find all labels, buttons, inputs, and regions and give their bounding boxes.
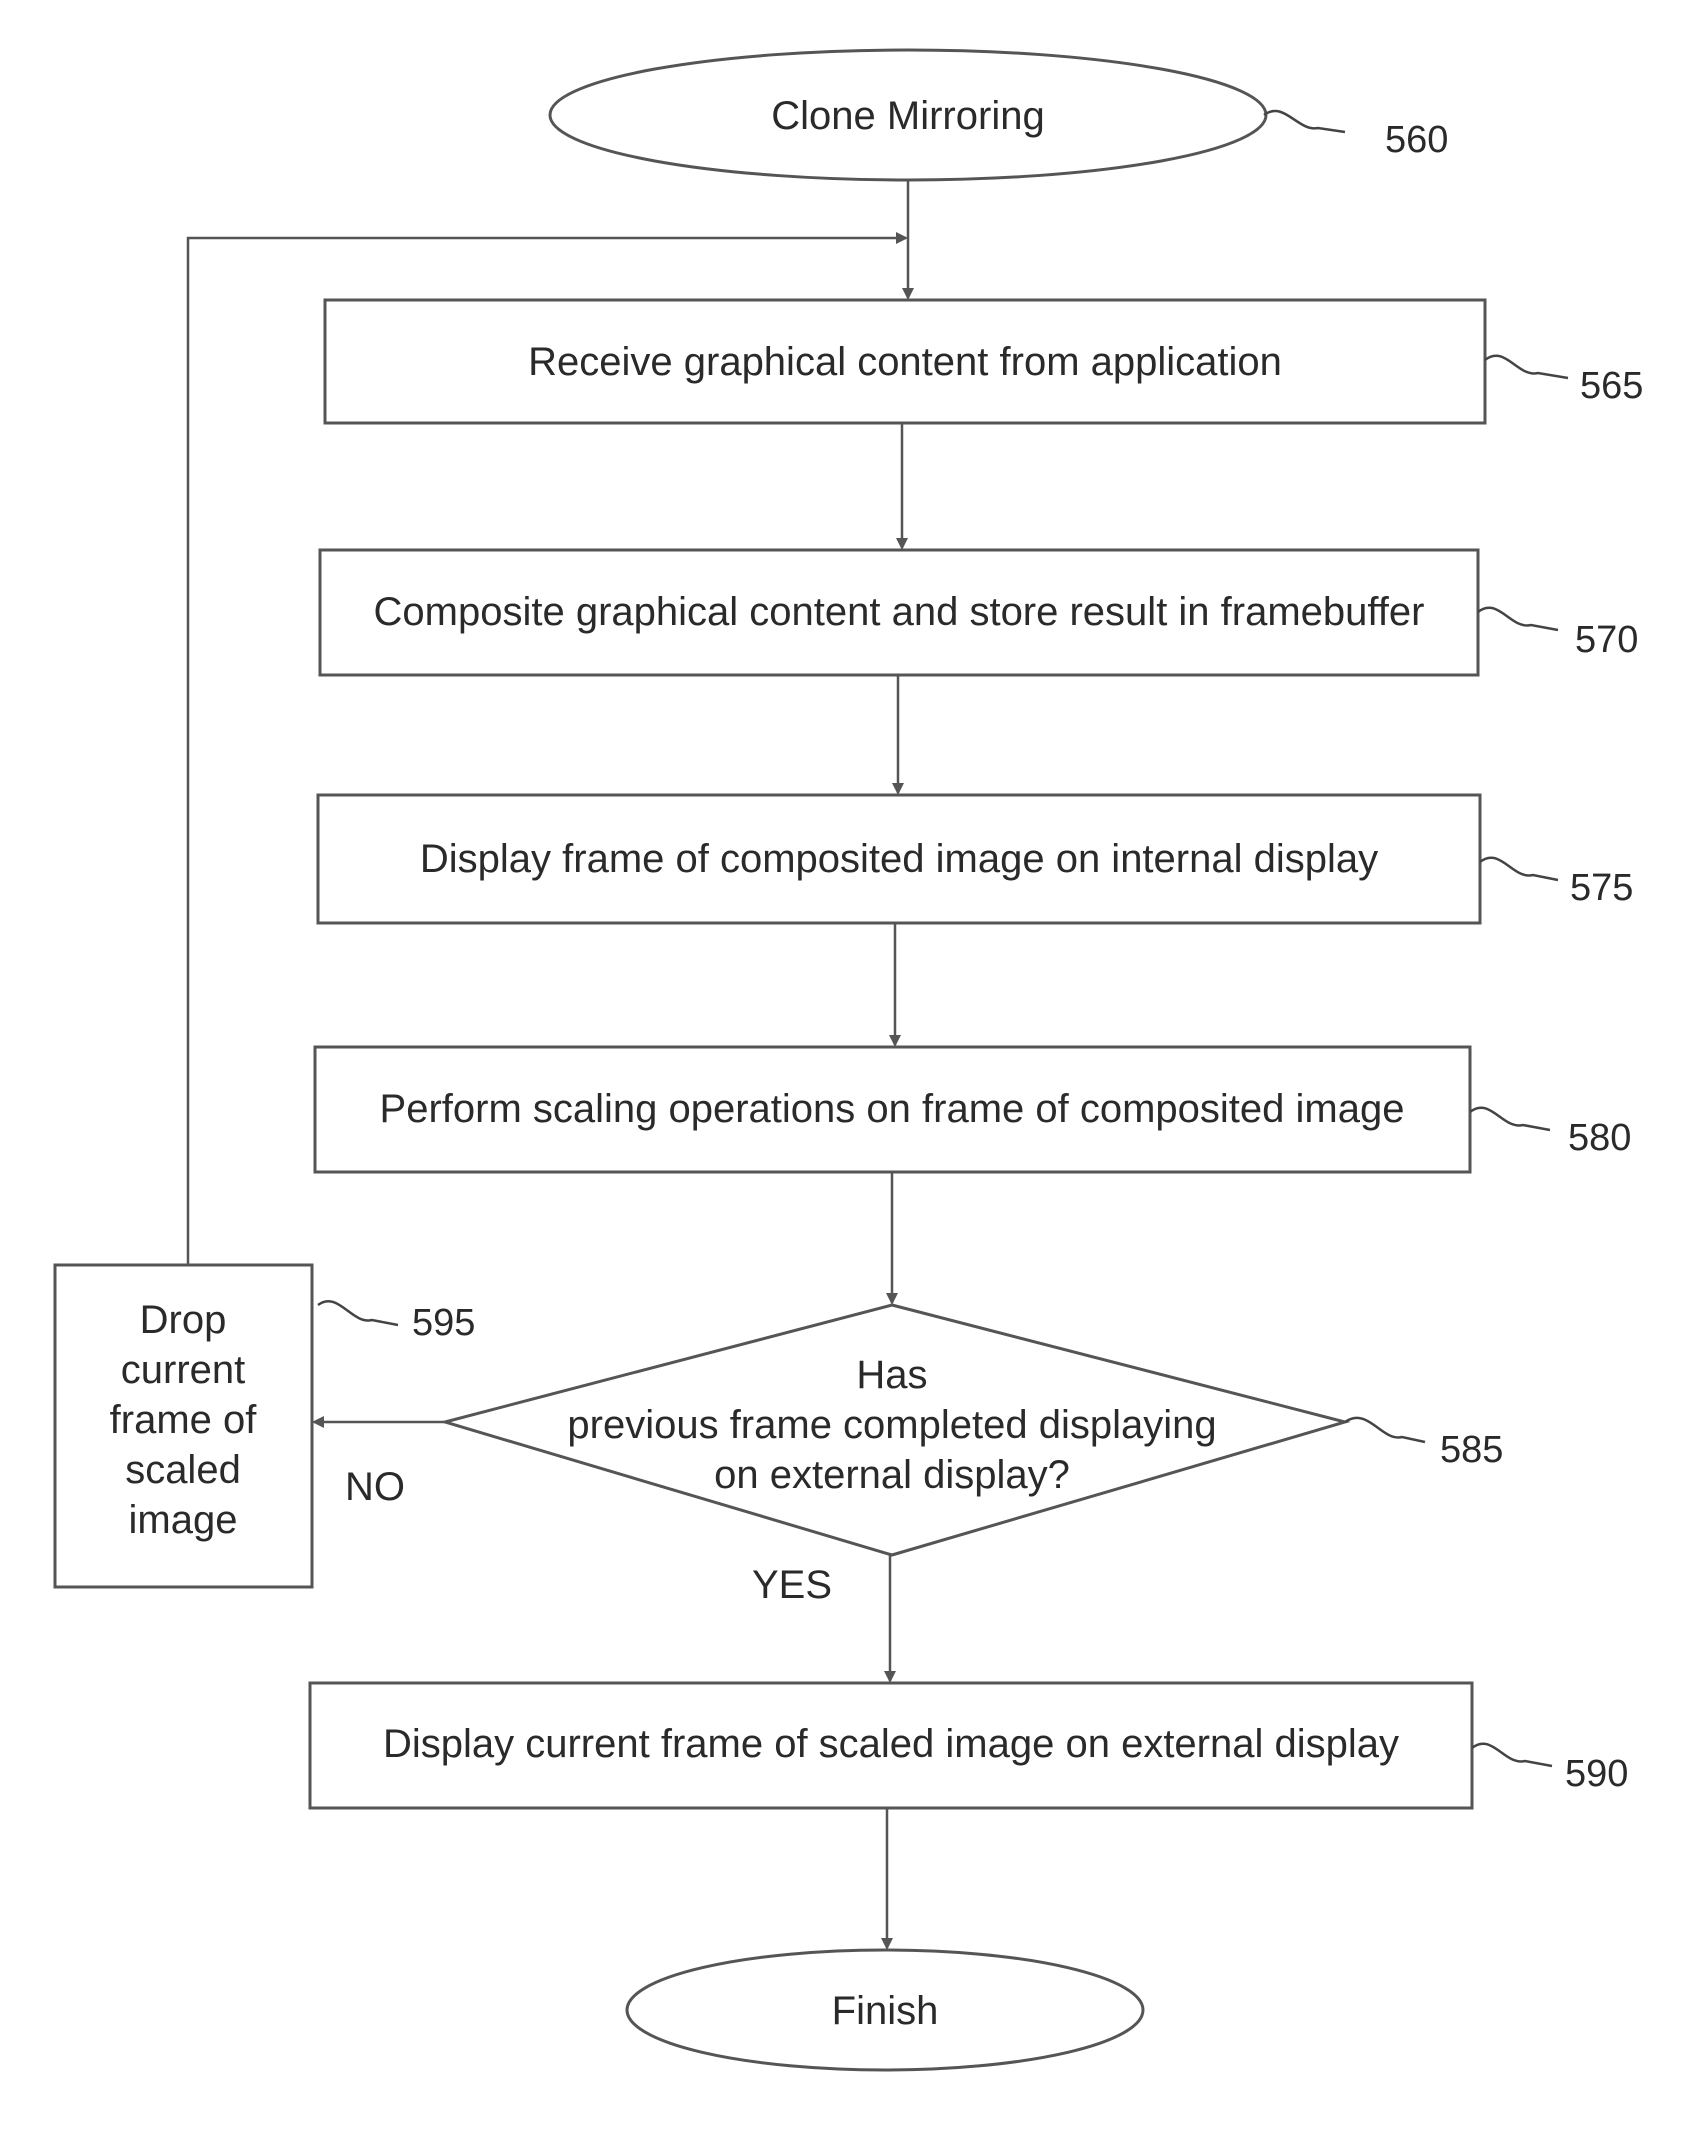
ref-label: 570: [1575, 619, 1638, 661]
receive-label: Receive graphical content from applicati…: [528, 340, 1282, 384]
ref-label: 560: [1385, 119, 1448, 161]
start-node: Clone Mirroring: [550, 50, 1266, 180]
display-external-step: Display current frame of scaled image on…: [310, 1683, 1472, 1808]
drop-line-1: Drop: [140, 1298, 227, 1342]
scale-label: Perform scaling operations on frame of c…: [380, 1087, 1405, 1131]
ref-label: 575: [1570, 867, 1633, 909]
display-external-label: Display current frame of scaled image on…: [383, 1722, 1399, 1766]
decision-line-3: on external display?: [714, 1453, 1070, 1497]
display-internal-step: Display frame of composited image on int…: [318, 795, 1480, 923]
display-internal-label: Display frame of composited image on int…: [420, 837, 1378, 881]
ref-label: 595: [412, 1302, 475, 1344]
receive-step: Receive graphical content from applicati…: [325, 300, 1485, 423]
composite-step: Composite graphical content and store re…: [320, 550, 1478, 675]
ref-label: 590: [1565, 1753, 1628, 1795]
yes-branch-label: YES: [752, 1563, 832, 1607]
drop-step: Drop current frame of scaled image: [55, 1265, 312, 1587]
drop-line-5: image: [129, 1498, 238, 1542]
ref-scale: 580: [1470, 1108, 1631, 1159]
finish-label: Finish: [832, 1989, 939, 2033]
composite-label: Composite graphical content and store re…: [374, 590, 1425, 634]
ref-display-external: 590: [1472, 1744, 1628, 1795]
ref-composite: 570: [1478, 608, 1638, 661]
ref-start: 560: [1264, 111, 1448, 161]
decision-line-1: Has: [856, 1353, 927, 1397]
scale-step: Perform scaling operations on frame of c…: [315, 1047, 1470, 1172]
ref-label: 585: [1440, 1429, 1503, 1471]
ref-drop: 595: [318, 1301, 475, 1344]
ref-label: 580: [1568, 1117, 1631, 1159]
ref-decision: 585: [1345, 1418, 1503, 1471]
decision-node: Has previous frame completed displaying …: [445, 1305, 1345, 1555]
ref-label: 565: [1580, 365, 1643, 407]
start-label: Clone Mirroring: [771, 94, 1044, 138]
no-branch-label: NO: [345, 1465, 405, 1509]
finish-node: Finish: [627, 1950, 1143, 2070]
drop-line-4: scaled: [125, 1448, 241, 1492]
ref-display-internal: 575: [1480, 858, 1633, 909]
drop-line-2: current: [121, 1348, 246, 1392]
ref-receive: 565: [1485, 356, 1643, 407]
drop-line-3: frame of: [110, 1398, 258, 1442]
decision-line-2: previous frame completed displaying: [567, 1403, 1216, 1447]
